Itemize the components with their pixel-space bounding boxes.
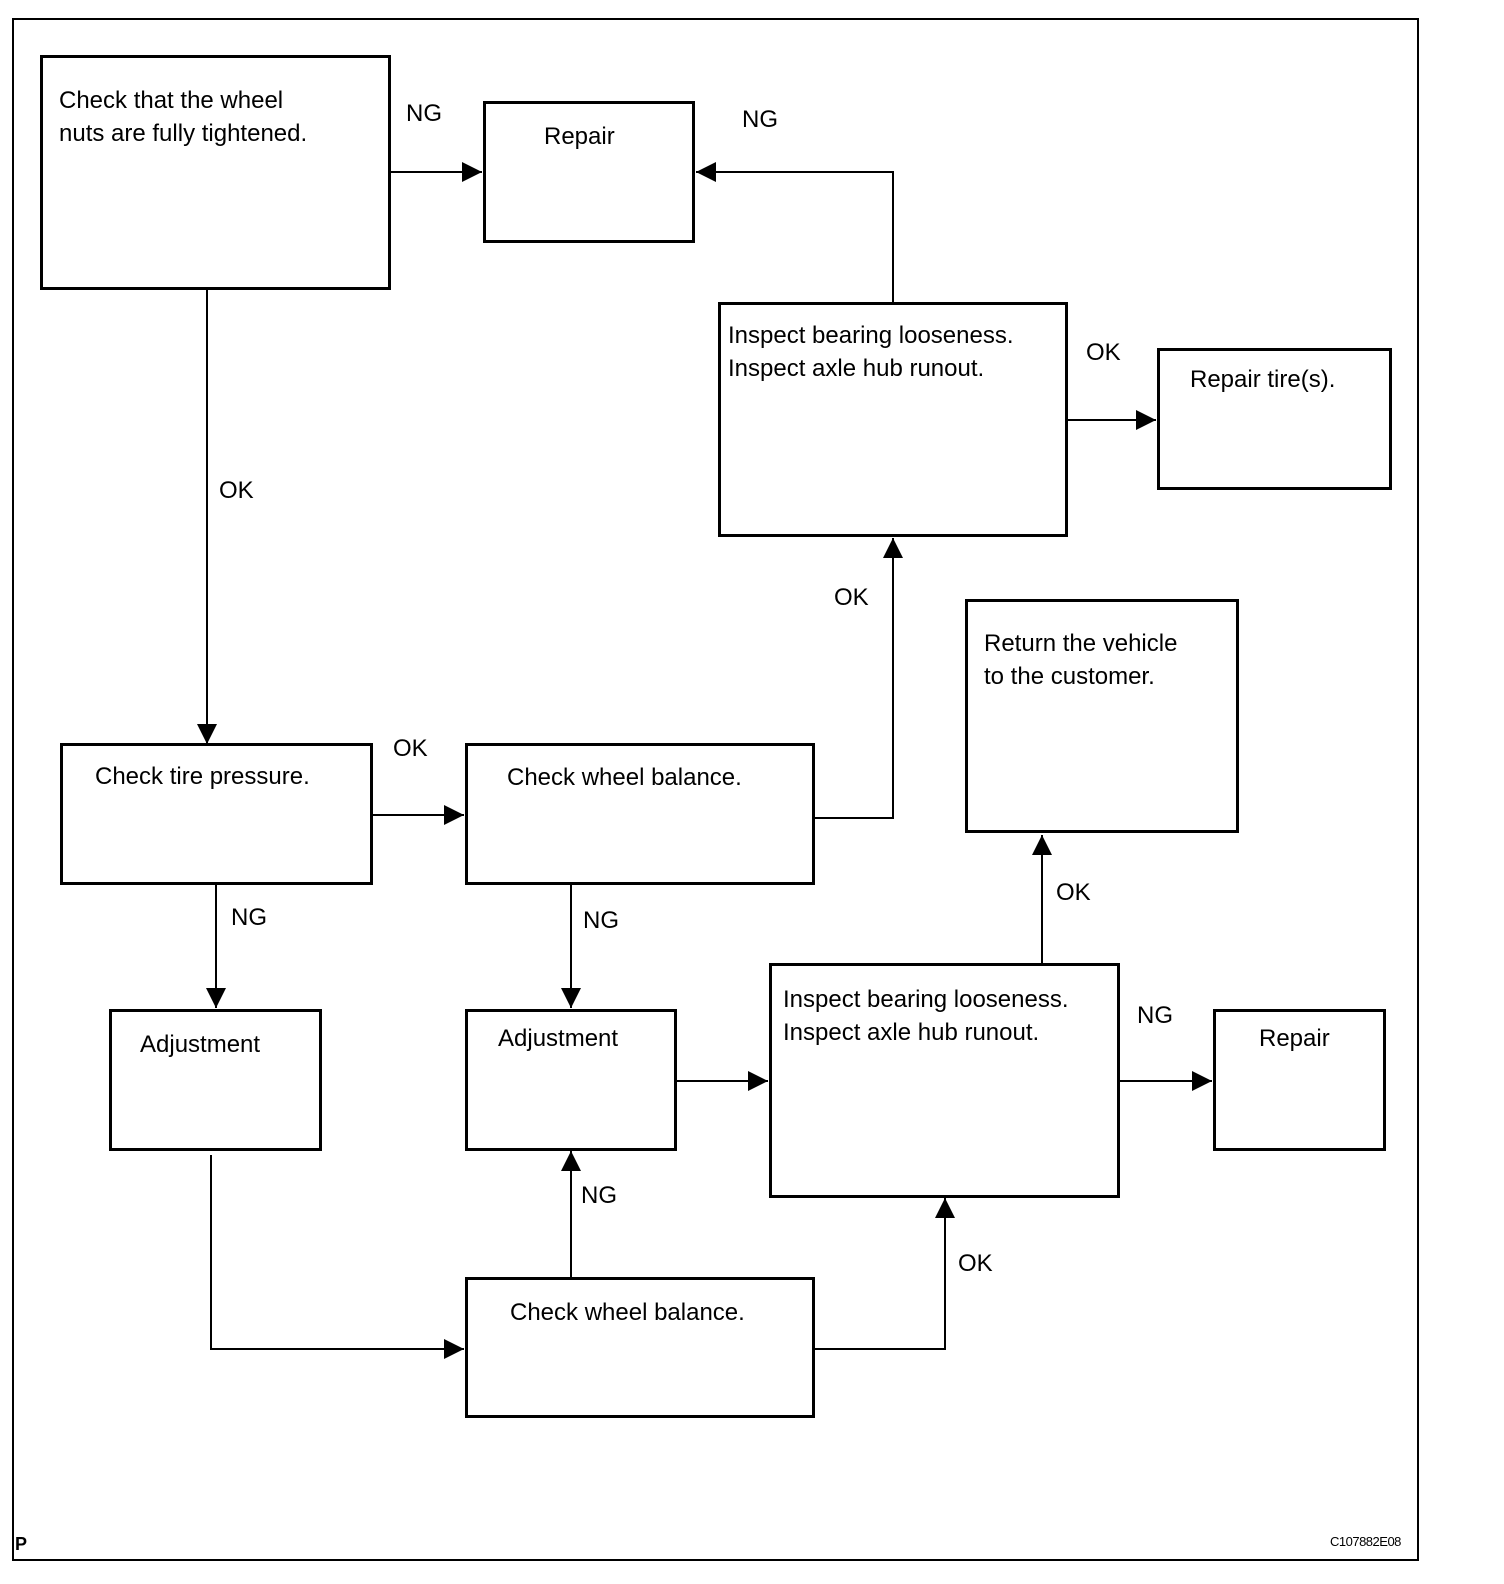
return-vehicle-box: Return the vehicle to the customer. [965, 599, 1239, 833]
adjustment-box-mid: Adjustment [465, 1009, 677, 1151]
diagram-frame [12, 18, 1419, 1561]
arrow-balance-bottom-to-bearing [814, 1198, 955, 1350]
label-balance-mid-ok: OK [834, 584, 869, 611]
label-pressure-ng: NG [231, 904, 267, 931]
label-balance-bottom-ng: NG [581, 1182, 617, 1209]
check-wheel-balance-box-bottom: Check wheel balance. [465, 1277, 815, 1418]
label-nuts-ng: NG [406, 100, 442, 127]
label-balance-bottom-ok: OK [958, 1250, 993, 1277]
check-tire-pressure-box: Check tire pressure. [60, 743, 373, 885]
arrow-bearing-top-to-repair [696, 162, 894, 302]
inspect-bearing-box-top: Inspect bearing looseness. Inspect axle … [718, 302, 1068, 537]
label-balance-mid-ng: NG [583, 907, 619, 934]
repair-box-bottom: Repair [1213, 1009, 1386, 1151]
arrow-balance-to-bearing-top [814, 538, 903, 819]
repair-tires-box: Repair tire(s). [1157, 348, 1392, 490]
label-bearing-top-ng: NG [742, 106, 778, 133]
corner-mark: P [15, 1534, 28, 1554]
adjustment-box-left: Adjustment [109, 1009, 322, 1151]
arrow-adjustment-left-to-balance [210, 1155, 464, 1359]
label-nuts-ok: OK [219, 477, 254, 504]
label-bearing-bottom-ng: NG [1137, 1002, 1173, 1029]
figure-code: C107882E08 [1330, 1534, 1401, 1549]
repair-box-top: Repair [483, 101, 695, 243]
label-pressure-ok: OK [393, 735, 428, 762]
label-bearing-top-ok: OK [1086, 339, 1121, 366]
inspect-bearing-box-bottom: Inspect bearing looseness. Inspect axle … [769, 963, 1120, 1198]
label-bearing-bottom-ok: OK [1056, 879, 1091, 906]
check-wheel-balance-box-mid: Check wheel balance. [465, 743, 815, 885]
check-wheel-nuts-box: Check that the wheel nuts are fully tigh… [40, 55, 391, 290]
